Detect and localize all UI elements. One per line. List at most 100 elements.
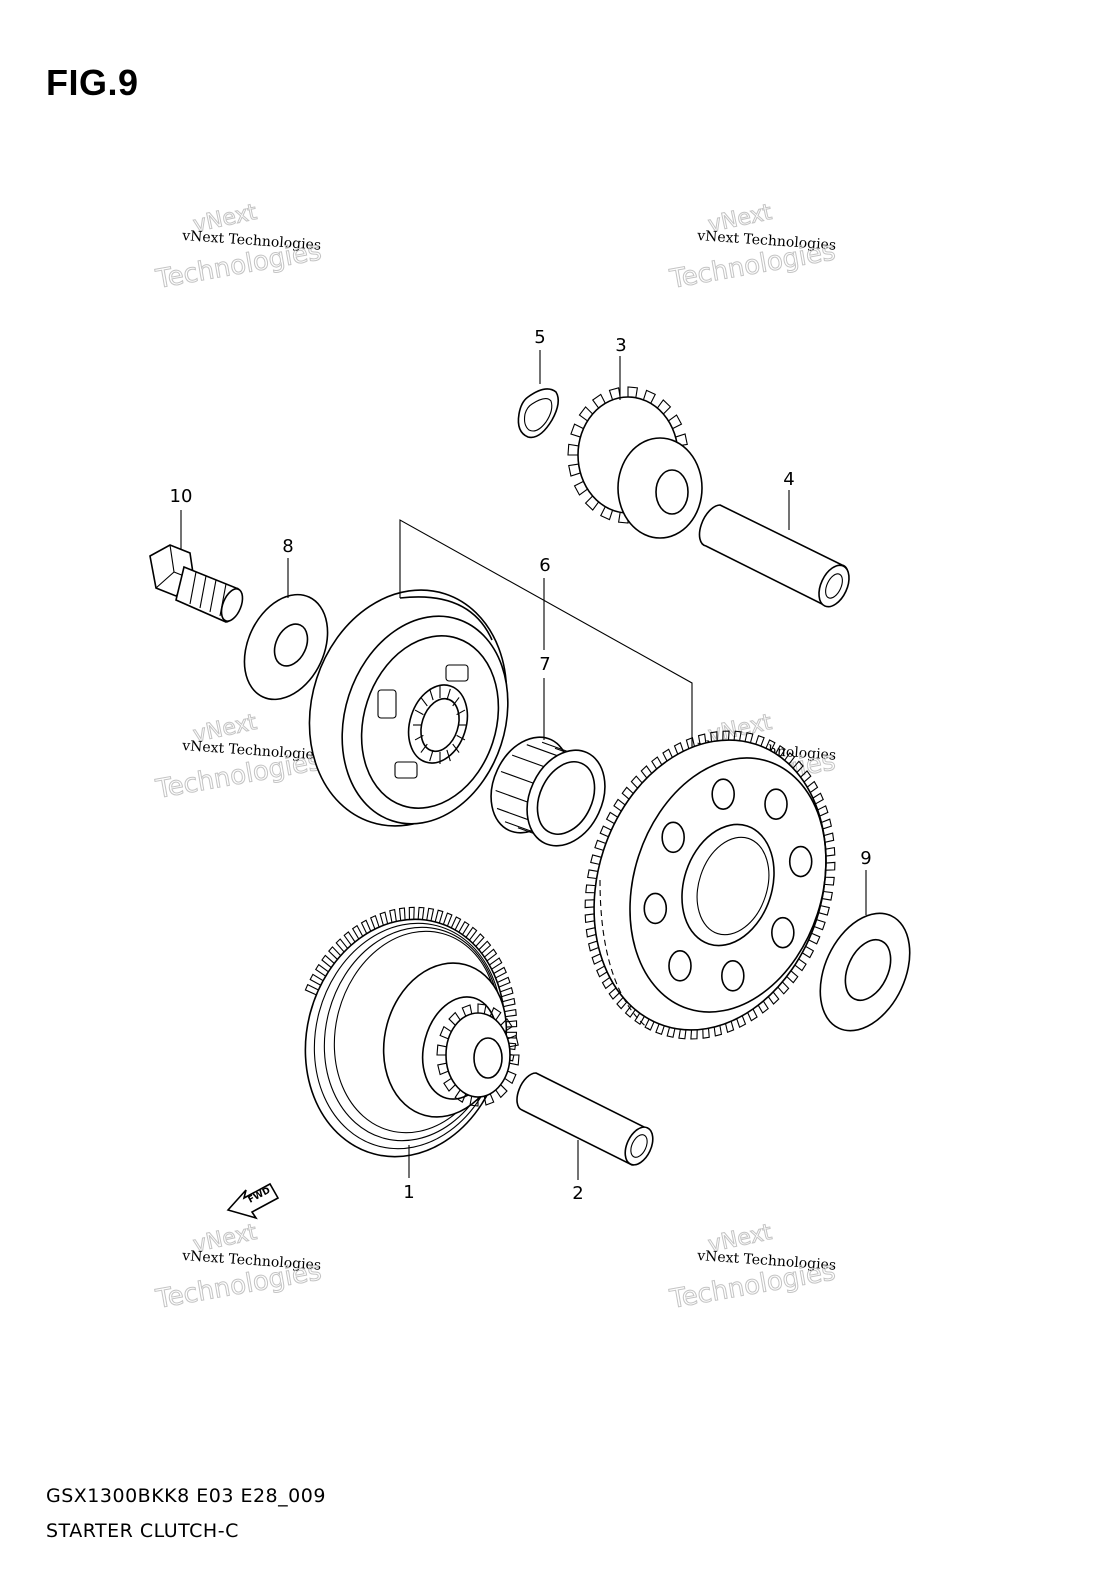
callout-7: 7	[539, 654, 550, 675]
gear-tooth	[673, 742, 684, 755]
gear-tooth	[616, 997, 628, 1010]
spline-line	[420, 697, 428, 707]
gear-tooth	[398, 907, 406, 921]
gear-tooth	[408, 906, 415, 920]
needle-roller	[495, 789, 532, 805]
gear-tooth	[757, 1000, 769, 1014]
lightening-hole	[661, 821, 685, 854]
spline-line	[414, 709, 424, 716]
pinion-tooth	[507, 1034, 519, 1048]
gear-tooth	[309, 973, 324, 986]
gear-tooth	[484, 948, 498, 962]
part-4-idle-gear-shaft	[698, 504, 850, 608]
gear-tooth	[584, 495, 600, 511]
gear-tooth	[812, 792, 824, 805]
gear-tooth	[442, 912, 453, 927]
gear-tooth	[503, 1008, 517, 1018]
gear-tooth	[434, 909, 444, 924]
pinion-tooth	[483, 1093, 495, 1106]
gear-tooth	[786, 970, 799, 984]
gear-tooth	[587, 869, 599, 880]
spline-line	[446, 749, 451, 762]
gear-tooth	[608, 387, 621, 401]
gear-tooth	[784, 752, 796, 765]
callout-6: 6	[539, 555, 550, 576]
gear-tooth	[584, 913, 595, 924]
gear-tooth	[634, 1012, 645, 1025]
starter-ring-gear	[584, 730, 836, 1040]
part-1-starter-driven-gear	[304, 906, 520, 1158]
gear-tooth	[800, 770, 812, 783]
pinion-tooth	[461, 1004, 473, 1017]
lightening-hole	[788, 845, 813, 878]
gear-tooth	[627, 386, 639, 398]
gear-tooth	[794, 958, 807, 972]
pinion-tooth	[436, 1044, 447, 1056]
watermark-bottom-right: vNext vNext Technologies Technologies	[667, 1219, 839, 1315]
needle-roller	[496, 807, 534, 822]
callout-5: 5	[534, 327, 545, 348]
gear-tooth	[588, 940, 599, 952]
gear-tooth	[690, 1029, 698, 1040]
gear-tooth	[594, 839, 607, 851]
pinion-tooth	[439, 1025, 452, 1040]
gear-tooth	[335, 938, 349, 953]
watermark-top-right: vNext vNext Technologies Technologies	[667, 199, 839, 295]
spline-line	[446, 688, 451, 701]
callout-8: 8	[282, 536, 293, 557]
gear-tooth	[806, 780, 819, 794]
gear-tooth	[417, 906, 425, 920]
pinion-tooth	[500, 1018, 513, 1033]
gear-tooth	[651, 756, 663, 770]
spline-line	[452, 743, 460, 753]
gear-tooth	[801, 945, 815, 959]
pinion-tooth	[509, 1054, 520, 1066]
gear-tooth	[478, 940, 492, 954]
spline-line	[429, 688, 434, 701]
gear-tooth	[630, 775, 643, 789]
gear-tooth	[369, 914, 380, 930]
pinion-tooth	[495, 1084, 508, 1099]
watermark-middle-left: vNext vNext Technologies Technologies	[153, 709, 325, 805]
gear-tooth	[343, 931, 356, 946]
gear-tooth	[584, 899, 595, 909]
gear-tooth	[599, 825, 612, 838]
gear-tooth	[465, 926, 478, 941]
needle-roller	[500, 770, 538, 785]
leader-lines	[180, 350, 867, 1180]
part-10-bolt	[149, 544, 244, 623]
gear-tooth	[573, 480, 588, 496]
pinion-tooth	[504, 1070, 517, 1085]
gear-tooth	[777, 981, 790, 995]
gear-tooth	[613, 798, 626, 812]
section-name: STARTER CLUTCH-C	[46, 1520, 239, 1542]
gear-tooth	[493, 966, 507, 979]
gear-tooth	[578, 406, 594, 422]
gear-tooth	[813, 919, 826, 931]
gear-tooth	[722, 730, 730, 741]
gear-tooth	[765, 739, 776, 752]
lightening-hole	[711, 778, 735, 810]
pinion-tooth	[448, 1011, 461, 1026]
pinion-tooth	[469, 1096, 479, 1107]
pinion-tooth	[454, 1089, 467, 1103]
gear-tooth	[351, 924, 364, 940]
spline-line	[456, 734, 466, 741]
spline-line	[420, 743, 428, 753]
gear-tooth	[678, 1029, 687, 1040]
gear-tooth	[591, 393, 606, 409]
part-6-starter-clutch-housing	[308, 589, 509, 827]
gear-tooth	[600, 506, 614, 521]
gear-tooth	[685, 736, 696, 749]
pinion-tooth	[437, 1062, 449, 1076]
gear-tooth	[379, 911, 389, 926]
gear-tooth	[747, 1008, 758, 1022]
lightening-hole	[721, 960, 745, 992]
gear-tooth	[724, 1021, 735, 1034]
gear-tooth	[360, 919, 372, 934]
part-9-washer	[819, 912, 911, 1032]
gear-tooth	[389, 908, 397, 923]
part-8-washer	[243, 593, 329, 701]
